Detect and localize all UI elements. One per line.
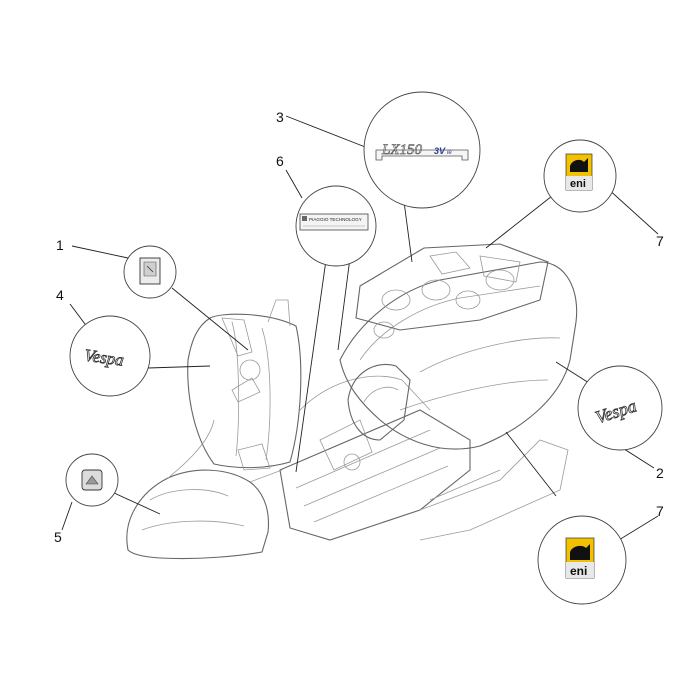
- callout-bubble-5: [65, 453, 119, 507]
- tech-plate: PIAGGIO TECHNOLOGY: [299, 213, 369, 231]
- model-badge: LX150 3V ie: [375, 142, 469, 161]
- callout-bubble-2: Vespa: [577, 365, 663, 451]
- callout-number-4: 4: [56, 287, 64, 303]
- callout-number-6: 6: [276, 153, 284, 169]
- callout-number-5: 5: [54, 529, 62, 545]
- eni-logo-icon: eni: [565, 153, 593, 191]
- eni-logo-icon: eni: [565, 537, 595, 579]
- callout-bubble-1: [123, 245, 177, 299]
- callout-number-1: 1: [56, 237, 64, 253]
- callout-number-7-bottom: 7: [656, 503, 664, 519]
- callout-number-7-top: 7: [656, 233, 664, 249]
- callout-number-3: 3: [276, 109, 284, 125]
- callout-bubble-4: Vespa: [69, 315, 151, 397]
- callout-bubble-6: PIAGGIO TECHNOLOGY: [295, 185, 377, 267]
- eni-text: eni: [570, 178, 586, 190]
- model-badge-text: LX150: [381, 142, 423, 158]
- square-emblem-icon: [139, 257, 161, 285]
- model-badge-sub-text: 3V: [434, 146, 446, 156]
- tech-label-text: PIAGGIO TECHNOLOGY: [309, 217, 362, 222]
- square-emblem-icon: [81, 469, 103, 491]
- scooter-body-drawing: [126, 243, 578, 560]
- callout-number-2: 2: [656, 465, 664, 481]
- model-badge-tail-text: ie: [447, 150, 452, 156]
- callout-numbers: 1 2 3 4 5 6 7 7: [54, 109, 664, 545]
- callout-bubble-7-bottom: eni: [537, 515, 627, 605]
- eni-text: eni: [570, 564, 587, 578]
- callout-bubble-3: LX150 3V ie: [363, 91, 481, 209]
- callout-bubble-7-top: eni: [543, 139, 617, 213]
